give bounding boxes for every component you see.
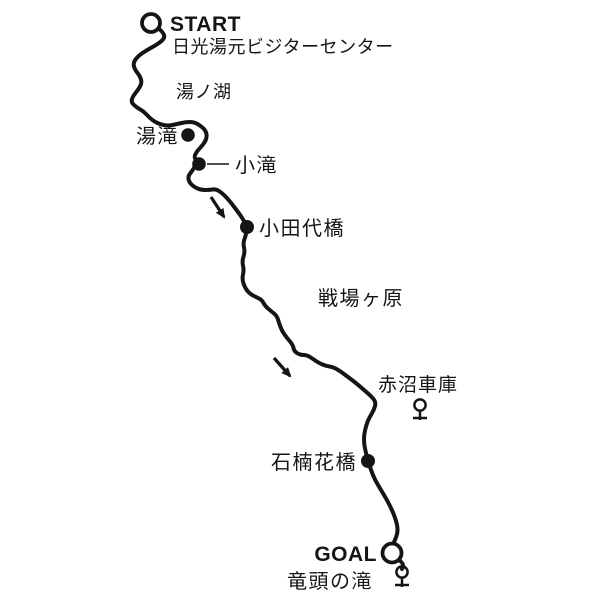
station-label: 石楠花橋 (271, 450, 357, 474)
station-label: 小田代橋 (259, 216, 345, 240)
goal-label: GOAL (314, 543, 377, 566)
bus-depot-label: 赤沼車庫 (378, 374, 458, 396)
area-label-senjogahara: 戦場ヶ原 (318, 286, 404, 310)
station-label: 小滝 (235, 153, 278, 177)
bus-stop-icons-layer (395, 398, 427, 587)
station-dot (181, 128, 195, 142)
start-place-name: 日光湯元ビジターセンター (172, 37, 394, 58)
goal-place-name: 竜頭の滝 (287, 569, 373, 593)
station-label: 湯滝 (136, 124, 179, 148)
goal-marker-icon (380, 541, 404, 565)
start-marker-icon (140, 12, 162, 34)
direction-arrows-layer (209, 196, 292, 378)
direction-arrow-icon (209, 196, 226, 219)
area-label-lake-yunoko: 湯ノ湖 (176, 82, 232, 103)
bus-stop-icon (395, 565, 409, 587)
station-dot (192, 157, 206, 171)
station-dot (361, 454, 375, 468)
route-path (129, 26, 400, 546)
direction-arrow-icon (272, 356, 292, 378)
bus-stop-icon (413, 398, 427, 420)
start-label: START (170, 13, 241, 36)
station-dot (240, 220, 254, 234)
